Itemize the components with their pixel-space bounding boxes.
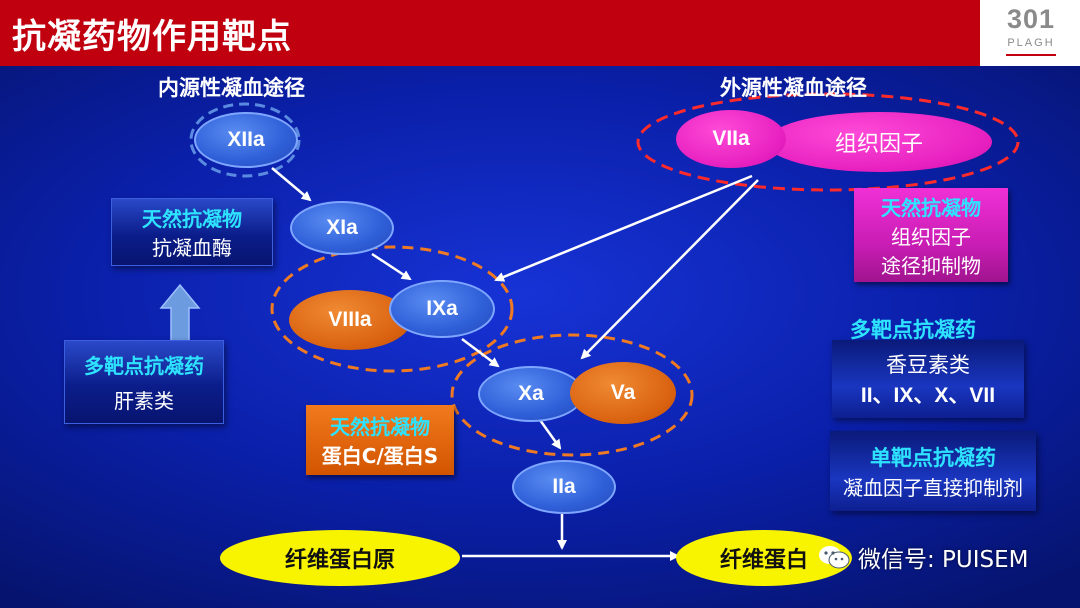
box-heparin-title: 多靶点抗凝药 xyxy=(84,354,204,378)
box-heparin-line1: 肝素类 xyxy=(114,389,174,413)
wechat-icon xyxy=(819,546,850,569)
node-viiia: VIIIa xyxy=(289,290,411,350)
node-iia: IIa xyxy=(512,460,616,514)
coumarin-title: 多靶点抗凝药 xyxy=(850,318,976,342)
node-xia: XIa xyxy=(290,201,394,255)
box-coumarin: 香豆素类 II、IX、X、VII xyxy=(832,340,1024,418)
logo-underline xyxy=(1006,54,1056,56)
extrinsic-pathway-title: 外源性凝血途径 xyxy=(720,76,867,100)
box-protein-cs-line1: 蛋白C/蛋白S xyxy=(321,444,439,468)
arrow-xiia-xia xyxy=(271,167,312,202)
box-direct-inhibitor-line1: 凝血因子直接抑制剂 xyxy=(843,475,1023,500)
box-protein-cs-title: 天然抗凝物 xyxy=(330,415,430,439)
up-arrow-icon xyxy=(159,283,201,371)
box-natural-antithrombin-title: 天然抗凝物 xyxy=(142,207,242,231)
box-natural-antithrombin-line1: 抗凝血酶 xyxy=(152,236,232,260)
box-tfpi-line2: 途径抑制物 xyxy=(881,253,981,278)
node-va: Va xyxy=(570,362,676,424)
node-viia: VIIa xyxy=(676,110,786,168)
box-tfpi-title: 天然抗凝物 xyxy=(881,195,981,220)
box-natural-antithrombin: 天然抗凝物 抗凝血酶 xyxy=(111,198,273,266)
box-coumarin-line2: II、IX、X、VII xyxy=(860,384,996,407)
node-xa: Xa xyxy=(478,366,584,422)
node-tissue-factor: 组织因子 xyxy=(766,112,992,172)
box-tfpi: 天然抗凝物 组织因子 途径抑制物 xyxy=(854,188,1008,282)
node-fibrinogen: 纤维蛋白原 xyxy=(220,530,460,586)
arrow-ixa-xa xyxy=(461,338,500,368)
watermark-text: 微信号: PUISEM xyxy=(858,547,1029,573)
dashed-ring-xa-va xyxy=(450,333,694,457)
box-heparin: 多靶点抗凝药 肝素类 xyxy=(64,340,224,424)
logo-text: PLAGH xyxy=(1007,37,1055,49)
node-xiia: XIIa xyxy=(194,112,298,168)
dashed-ring-viiia-ixa xyxy=(270,245,514,373)
arrow-viia-xa xyxy=(580,179,759,360)
watermark: 微信号: PUISEM xyxy=(818,540,1029,574)
arrow-xa-iia xyxy=(538,419,562,450)
intrinsic-pathway-title: 内源性凝血途径 xyxy=(158,76,305,100)
box-coumarin-line1: 香豆素类 xyxy=(886,353,970,377)
header-bar: 抗凝药物作用靶点 xyxy=(0,0,980,66)
dashed-ring-xiia xyxy=(189,102,301,178)
node-ixa: IXa xyxy=(389,280,495,338)
box-protein-cs: 天然抗凝物 蛋白C/蛋白S xyxy=(306,405,454,475)
arrow-xia-ixa xyxy=(371,252,412,281)
box-tfpi-line1: 组织因子 xyxy=(891,224,971,249)
dashed-ring-viia-tf xyxy=(636,92,1020,192)
page-title: 抗凝药物作用靶点 xyxy=(12,17,292,57)
diagram-connectors xyxy=(159,92,1020,561)
box-direct-inhibitor-title: 单靶点抗凝药 xyxy=(870,445,996,470)
box-direct-inhibitor: 单靶点抗凝药 凝血因子直接抑制剂 xyxy=(830,431,1036,511)
logo: 301 PLAGH xyxy=(982,0,1080,66)
arrow-viia-ixa xyxy=(494,174,753,282)
logo-number: 301 xyxy=(1006,4,1056,34)
